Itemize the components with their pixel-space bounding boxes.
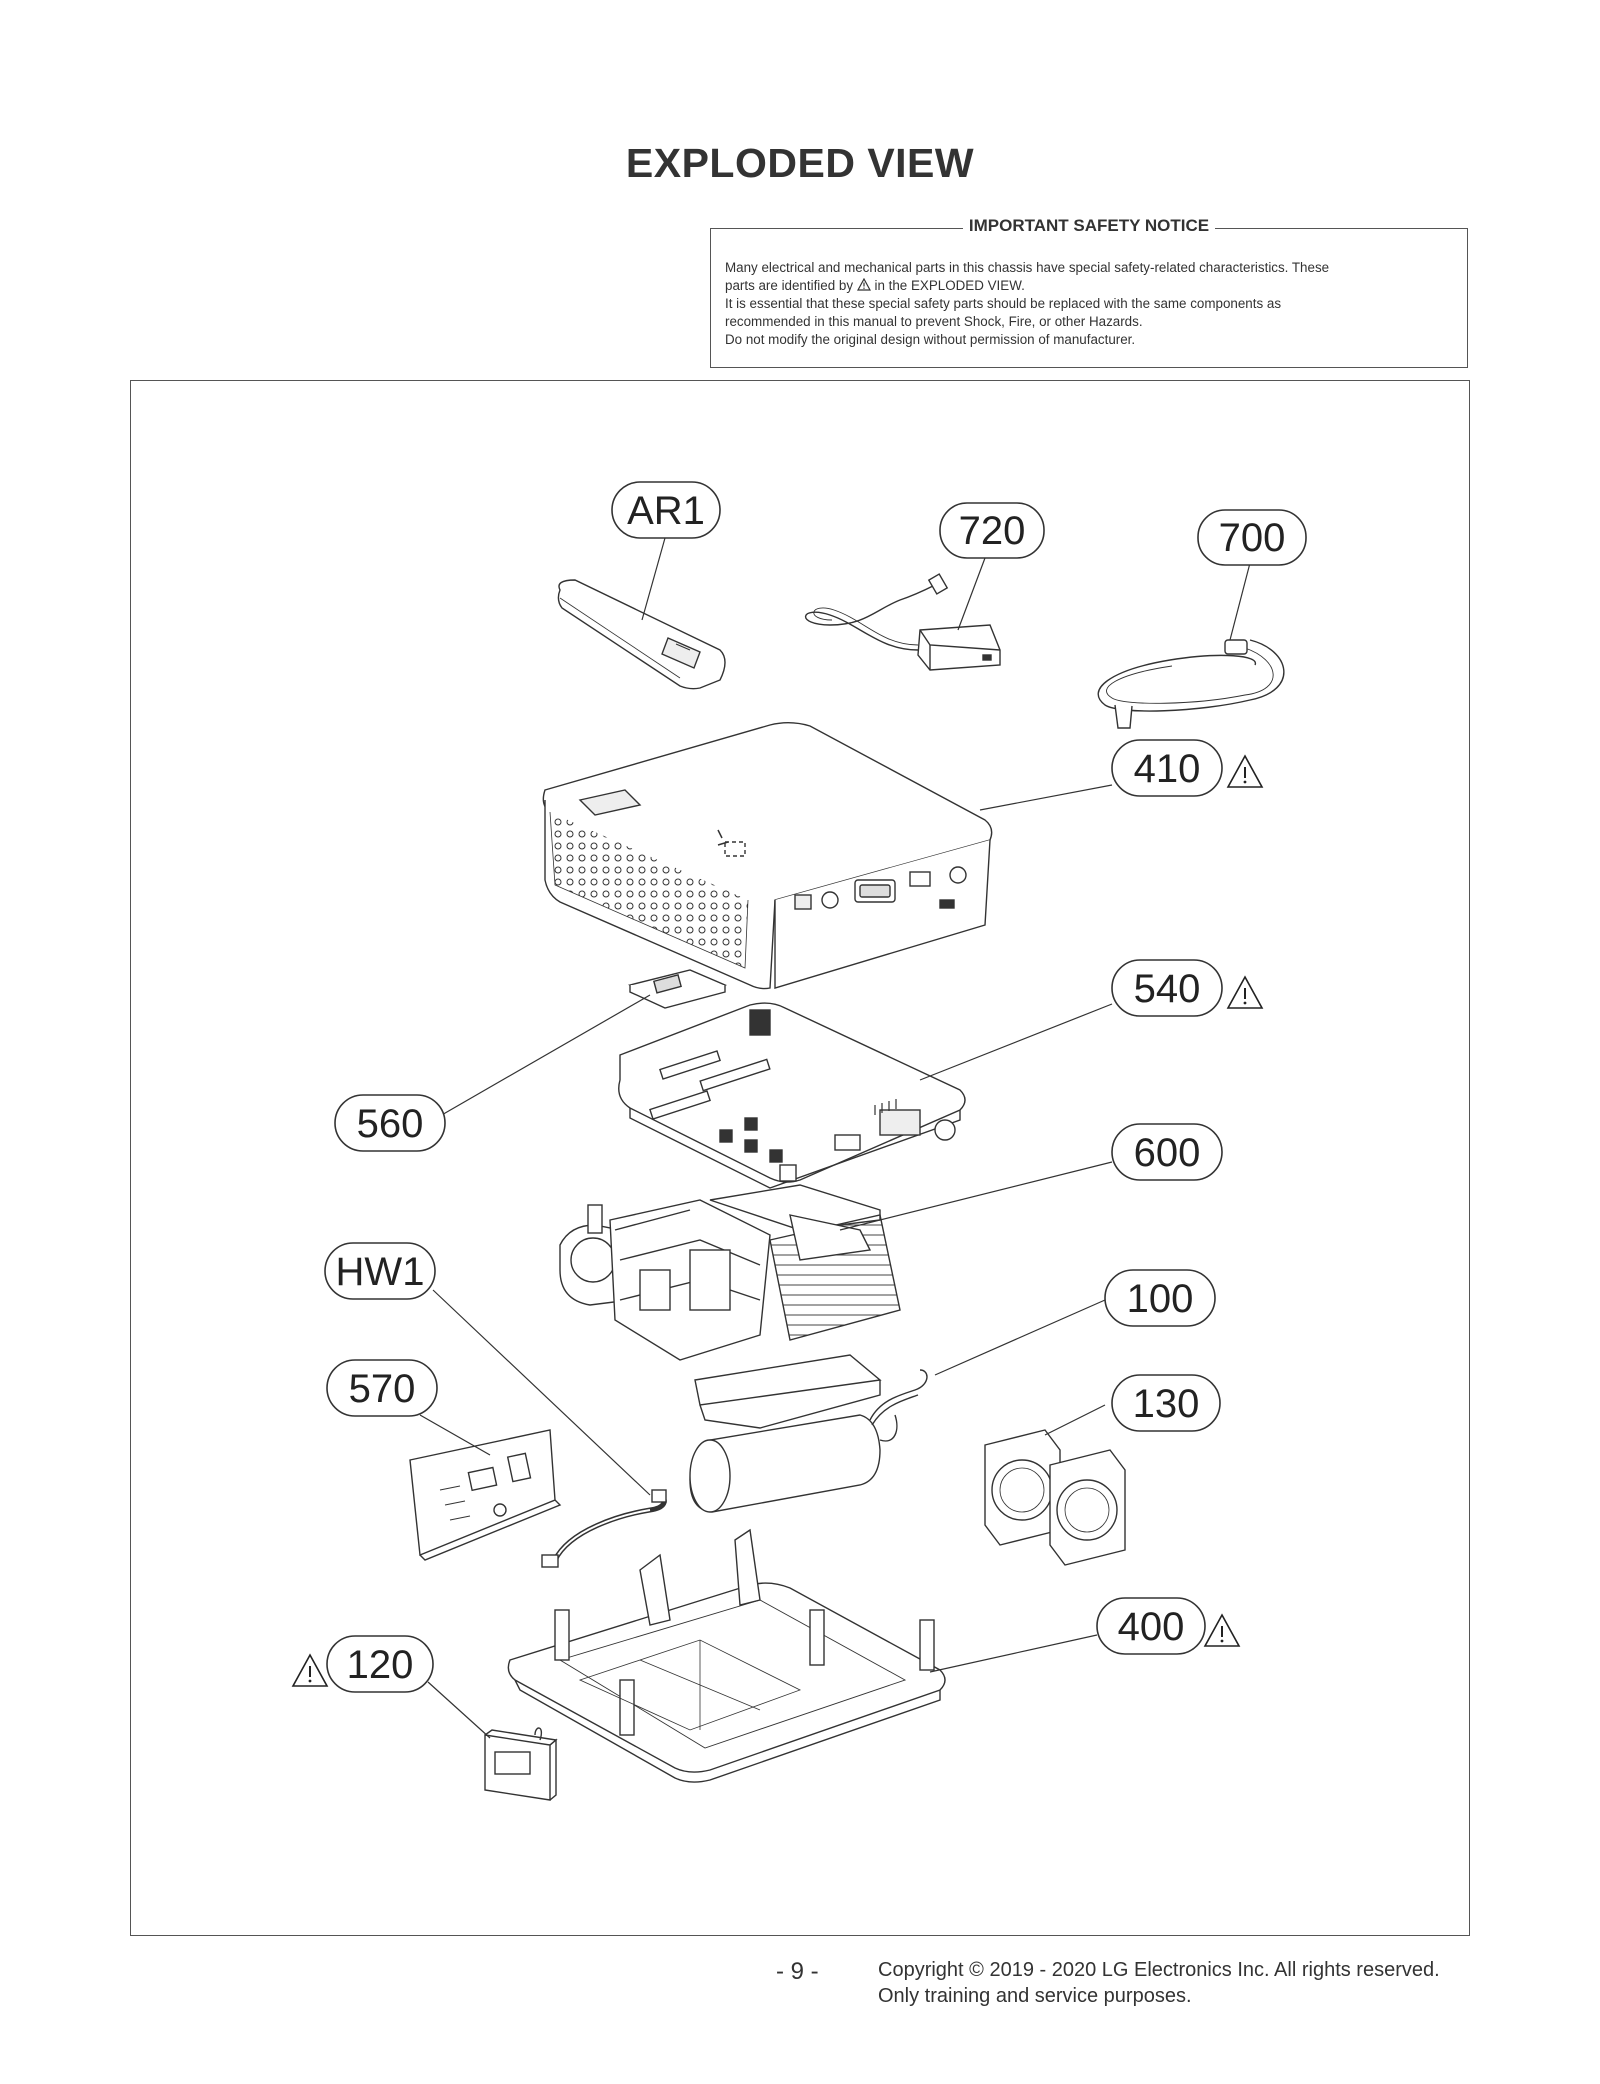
copyright-line-1: Copyright © 2019 - 2020 LG Electronics I… <box>878 1959 1440 1981</box>
warning-triangle-icon <box>292 1654 328 1687</box>
diagram-frame <box>130 380 1470 1936</box>
callout-130-bubble <box>1111 1374 1221 1432</box>
safety-notice-heading: IMPORTANT SAFETY NOTICE <box>962 216 1216 235</box>
leader-lines <box>419 537 1251 1739</box>
callout-700: 700 <box>1219 516 1286 560</box>
callout-600: 600 <box>1134 1131 1201 1175</box>
bottom-case-drawing <box>507 1528 946 1783</box>
harness-drawing <box>541 1489 667 1568</box>
callout-540-bubble <box>1111 959 1223 1017</box>
notice-line-4: recommended in this manual to prevent Sh… <box>725 314 1143 329</box>
page-title: EXPLODED VIEW <box>625 140 975 186</box>
warning-triangle-icon <box>1204 1614 1240 1647</box>
callout-ar1: AR1 <box>627 489 705 533</box>
notice-line-1: Many electrical and mechanical parts in … <box>725 260 1330 275</box>
main-board-drawing <box>618 1002 966 1189</box>
copyright-line-2: Only training and service purposes. <box>878 1985 1192 2007</box>
power-cord-drawing <box>1097 639 1285 729</box>
callout-410: 410 <box>1134 747 1201 791</box>
callout-ar1-bubble <box>611 481 721 539</box>
callout-hw1: HW1 <box>336 1250 425 1294</box>
callout-560-bubble <box>334 1094 446 1152</box>
callout-720-bubble <box>939 502 1045 559</box>
callout-130: 130 <box>1133 1382 1200 1426</box>
callout-600-bubble <box>1111 1123 1223 1181</box>
callout-100-bubble <box>1104 1269 1216 1327</box>
callout-hw1-bubble <box>324 1242 436 1300</box>
callout-400-bubble <box>1096 1597 1206 1655</box>
callout-720: 720 <box>959 509 1026 553</box>
fans-drawing <box>984 1429 1126 1566</box>
callout-400: 400 <box>1118 1605 1185 1649</box>
warning-triangle-icon <box>1227 755 1263 788</box>
page-number: - 9 - <box>776 1958 819 1985</box>
top-cover-drawing <box>542 722 993 990</box>
callout-560: 560 <box>357 1102 424 1146</box>
callout-570: 570 <box>349 1367 416 1411</box>
warning-triangle-icon <box>1227 976 1263 1009</box>
notice-line-2: parts are identified by in the EXPLODED … <box>725 278 1025 293</box>
callout-570-bubble <box>326 1359 438 1417</box>
optical-engine-drawing <box>559 1184 901 1361</box>
callout-700-bubble <box>1197 509 1307 566</box>
small-board-drawing <box>627 969 728 1009</box>
notice-line-5: Do not modify the original design withou… <box>725 332 1136 347</box>
small-module-drawing <box>484 1727 558 1801</box>
callout-100: 100 <box>1127 1277 1194 1321</box>
notice-line-3: It is essential that these special safet… <box>725 296 1282 311</box>
side-board-drawing <box>409 1429 562 1561</box>
callout-540: 540 <box>1134 967 1201 1011</box>
safety-notice-box: IMPORTANT SAFETY NOTICE Many electrical … <box>710 216 1468 368</box>
callout-410-bubble <box>1111 739 1223 797</box>
callout-120: 120 <box>347 1643 414 1687</box>
battery-drawing <box>689 1354 928 1513</box>
power-adapter-drawing <box>804 573 1001 671</box>
copyright-notice: Copyright © 2019 - 2020 LG Electronics I… <box>878 1957 1440 2009</box>
callout-120-bubble <box>326 1635 434 1693</box>
warning-triangle-icon <box>856 278 871 291</box>
remote-control-drawing <box>557 579 726 690</box>
